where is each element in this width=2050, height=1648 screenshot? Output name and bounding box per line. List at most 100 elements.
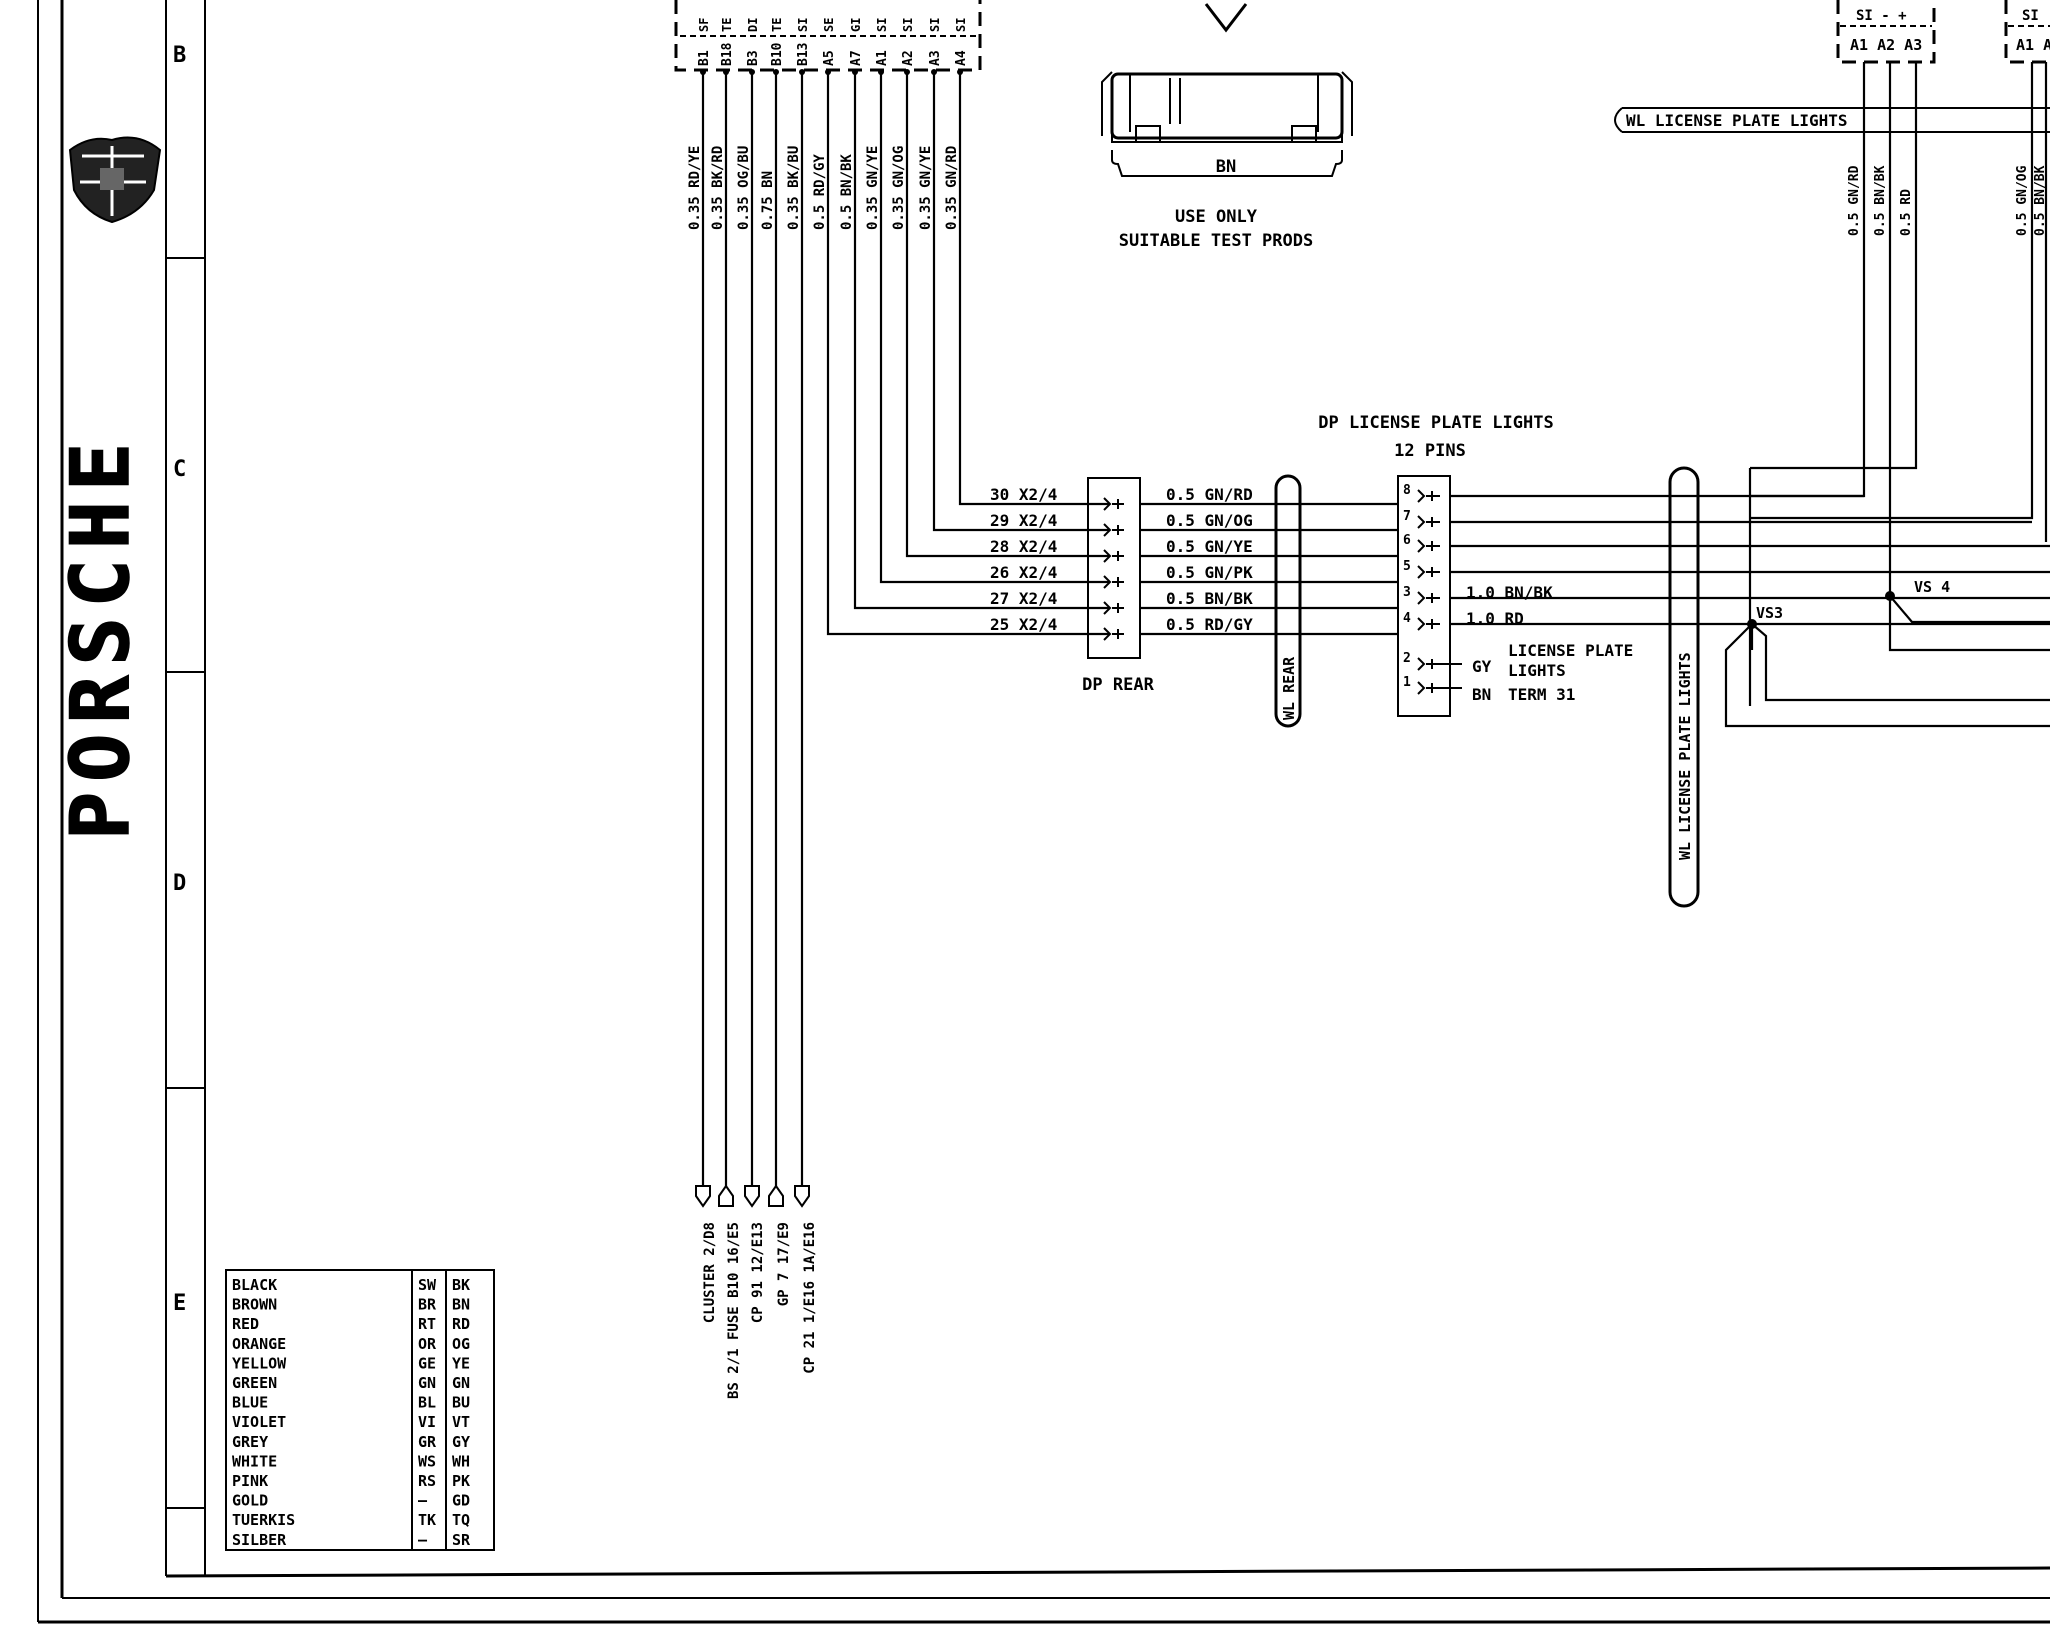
splice-vs3-dot — [1747, 619, 1757, 629]
legend-code-en-9: WH — [452, 1452, 470, 1470]
legend-color-name-7: VIOLET — [232, 1413, 286, 1431]
dp-rear-ref-2: 28 X2/4 — [990, 537, 1057, 556]
legend-color-name-2: RED — [232, 1315, 259, 1333]
legend-color-name-1: BROWN — [232, 1296, 277, 1314]
top-connector-pin-0: B1 — [697, 50, 712, 66]
legend-code-de-9: WS — [418, 1452, 436, 1470]
dp-license-connector: DP LICENSE PLATE LIGHTS 12 PINS — [1318, 413, 1554, 717]
splice-vs3-label: VS3 — [1756, 604, 1783, 622]
legend-code-en-3: OG — [452, 1335, 470, 1353]
dp-license-gy: GY — [1472, 657, 1492, 676]
wire-8 — [905, 72, 1110, 558]
top-connector-pin-10: A4 — [954, 50, 969, 66]
bottom-ref-3: GP 7 17/E9 — [776, 1222, 792, 1306]
row-label-d: D — [173, 871, 186, 896]
top-connector-header-1: TE — [720, 18, 734, 32]
terminal-arrow-icon — [718, 1184, 734, 1207]
dp-license-title: DP LICENSE PLATE LIGHTS — [1318, 413, 1553, 433]
pin-contact-icon — [1103, 549, 1124, 563]
splice-points: VS3 VS 4 — [1747, 578, 1950, 629]
top-connector-header-8: SI — [901, 18, 915, 32]
legend-color-name-3: ORANGE — [232, 1335, 286, 1353]
top-wire-label-3: 0.75 BN — [760, 171, 776, 230]
dp-license-pin-8: 8 — [1403, 483, 1411, 498]
dp-rear-ref-4: 27 X2/4 — [990, 589, 1057, 608]
test-prod-connector: BN USE ONLY SUITABLE TEST PRODS — [1101, 3, 1353, 251]
legend-color-name-13: SILBER — [232, 1531, 287, 1549]
legend-code-en-11: GD — [452, 1492, 470, 1510]
legend-code-de-8: GR — [418, 1433, 437, 1451]
wire-9 — [932, 72, 1110, 532]
bottom-ref-0: CLUSTER 2/D8 — [702, 1222, 718, 1323]
top-connector-header-9: SI — [928, 18, 942, 32]
dp-license-pin-5: 5 — [1403, 559, 1411, 574]
top-connector-header-2: DI — [746, 18, 760, 32]
term-31-label: TERM 31 — [1508, 685, 1575, 704]
top-wire-label-5: 0.5 RD/GY — [812, 154, 828, 230]
pin-contact-icon — [1417, 617, 1440, 631]
top-wire-label-1: 0.35 BK/RD — [710, 146, 726, 230]
dp-license-pin-6: 6 — [1403, 533, 1411, 548]
pin-contact-icon — [1103, 497, 1124, 511]
legend-code-en-1: BN — [452, 1296, 470, 1314]
legend-color-name-11: GOLD — [232, 1492, 268, 1510]
dp-rear-connector: DP REAR — [1082, 477, 1155, 695]
top-wire-label-9: 0.35 GN/YE — [918, 146, 934, 230]
dp-rear-wire-label-0: 0.5 GN/RD — [1166, 485, 1253, 504]
arrow-down-icon — [1204, 3, 1248, 33]
pin-contact-icon — [1417, 489, 1440, 503]
legend-code-en-0: BK — [452, 1276, 470, 1294]
legend-code-de-2: RT — [418, 1315, 436, 1333]
legend-color-name-6: BLUE — [232, 1394, 268, 1412]
dp-rear-wire-label-1: 0.5 GN/OG — [1166, 511, 1253, 530]
pin-contact-icon — [1103, 627, 1124, 641]
top-connector-header-6: GI — [849, 18, 863, 32]
top-connector: SFB1TEB18DIB3TEB10SIB13SEA5GIA7SIA1SIA2S… — [674, 0, 982, 72]
top-connector-header-3: TE — [770, 18, 784, 32]
dp-license-pin-3: 3 — [1403, 585, 1411, 600]
dp-license-pin-1: 1 — [1403, 675, 1411, 690]
dp-rear-wire-label-4: 0.5 BN/BK — [1166, 589, 1253, 608]
top-connector-pin-1: B18 — [720, 42, 735, 66]
legend-code-de-5: GN — [418, 1374, 436, 1392]
right-a-wire-label-0: 0.5 GN/RD — [1847, 165, 1862, 236]
splice-vs4-dot — [1885, 591, 1895, 601]
right-connector-b: SI A1 A — [2004, 0, 2050, 64]
page-frame — [37, 0, 2050, 1624]
dp-license-wire-4: 1.0 RD — [1466, 609, 1524, 628]
legend-code-de-13: — — [418, 1531, 428, 1549]
brand-name: PORSCHE — [54, 433, 147, 840]
legend-code-de-10: RS — [418, 1472, 436, 1490]
legend-code-en-8: GY — [452, 1433, 470, 1451]
terminal-arrow-icon — [695, 1185, 711, 1208]
top-wire-label-0: 0.35 RD/YE — [687, 146, 703, 230]
top-connector-pin-2: B3 — [746, 50, 761, 66]
pin-contact-icon — [1417, 657, 1440, 671]
right-a-wire-label-1: 0.5 BN/BK — [1873, 165, 1888, 236]
top-connector-pin-5: A5 — [822, 50, 837, 66]
right-b-wire-label-0: 0.5 GN/OG — [2015, 165, 2030, 236]
legend-color-name-10: PINK — [232, 1472, 268, 1490]
dp-rear-ref-1: 29 X2/4 — [990, 511, 1057, 530]
terminal-arrow-icon — [794, 1185, 810, 1208]
pin-contact-icon — [1417, 591, 1440, 605]
top-connector-header-4: SI — [796, 18, 810, 32]
top-connector-pin-8: A2 — [901, 50, 916, 66]
row-label-e: E — [173, 1291, 186, 1316]
license-plate-label-2: LIGHTS — [1508, 661, 1566, 680]
right-a-wire-label-2: 0.5 RD — [1899, 189, 1914, 236]
top-connector-header-5: SE — [822, 18, 836, 32]
top-connector-pin-3: B10 — [770, 42, 785, 66]
dp-rear-wire-label-5: 0.5 RD/GY — [1166, 615, 1253, 634]
pin-contact-icon — [1103, 575, 1124, 589]
row-label-c: C — [173, 457, 186, 482]
dp-license-pin-2: 2 — [1403, 651, 1411, 666]
top-connector-labels: SFB1TEB18DIB3TEB10SIB13SEA5GIA7SIA1SIA2S… — [697, 18, 969, 66]
dp-license-pins-label: 12 PINS — [1394, 441, 1466, 461]
legend-color-name-0: BLACK — [232, 1276, 277, 1294]
wl-license-loom-top: WL LICENSE PLATE LIGHTS — [1614, 107, 2050, 133]
right-b-wire-label-1: 0.5 BN/BK — [2033, 165, 2048, 236]
